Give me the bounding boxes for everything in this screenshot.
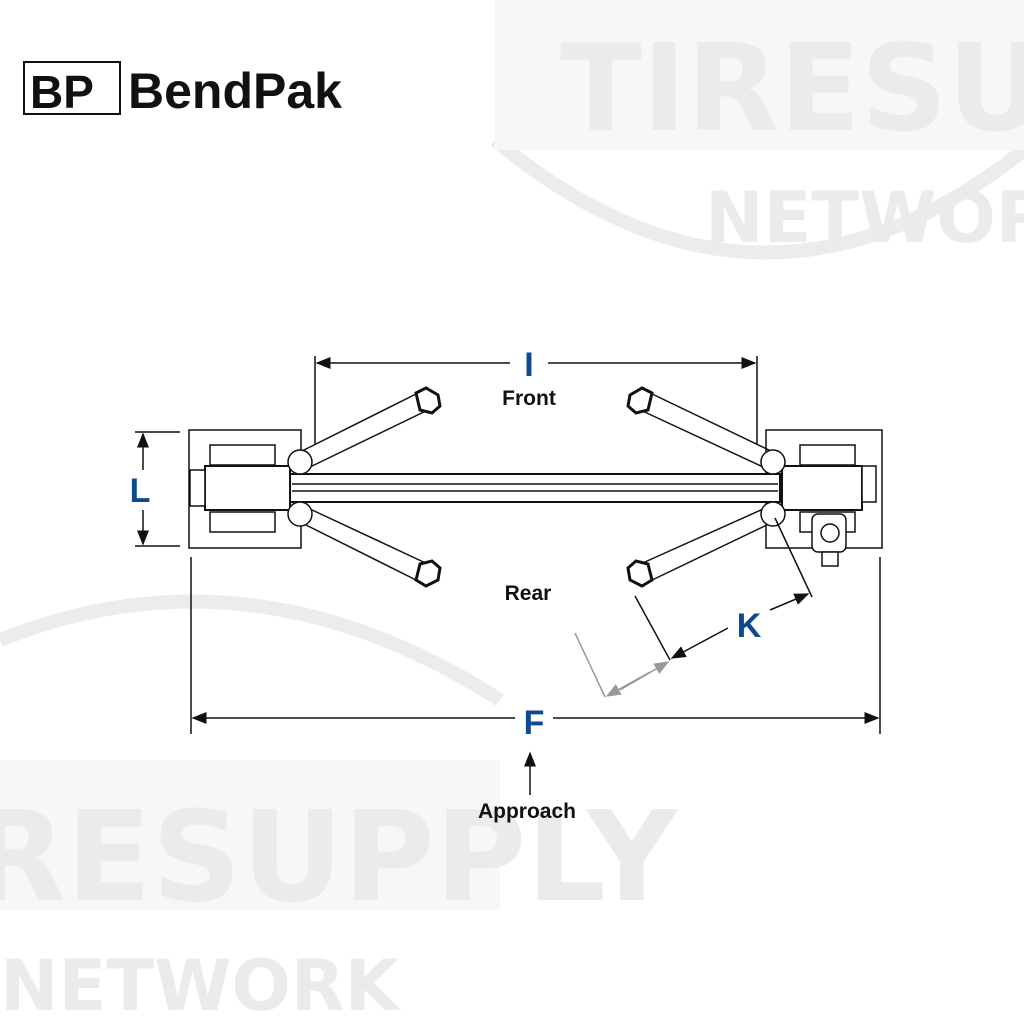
approach-label: Approach	[478, 800, 576, 823]
dimension-i: I	[524, 346, 533, 384]
watermark-bottom-sub: NETWORK	[0, 945, 402, 1024]
watermark-top-sub: NETWORK	[705, 177, 1024, 259]
dimension-l: L	[130, 472, 151, 510]
dimension-lines	[135, 356, 881, 795]
front-label: Front	[502, 387, 556, 410]
rear-label: Rear	[505, 582, 552, 605]
dimension-f: F	[524, 704, 545, 742]
dimension-k: K	[737, 607, 762, 645]
two-post-lift	[188, 386, 883, 588]
logo-name: BendPak	[128, 63, 342, 119]
lift-arm-right-rear	[626, 501, 786, 588]
lift-arm-left-front	[287, 386, 442, 475]
power-unit	[811, 513, 847, 567]
bendpak-logo: BP BendPak	[23, 61, 342, 119]
lift-arm-right-front	[626, 386, 786, 475]
logo-mark: BP	[30, 66, 94, 118]
crossbeam	[289, 473, 781, 503]
watermark-top-brand: TIRESUPP	[560, 20, 1024, 159]
watermark-bottom-brand: RESUPPLY	[0, 785, 679, 930]
lift-arm-left-rear	[287, 501, 442, 588]
